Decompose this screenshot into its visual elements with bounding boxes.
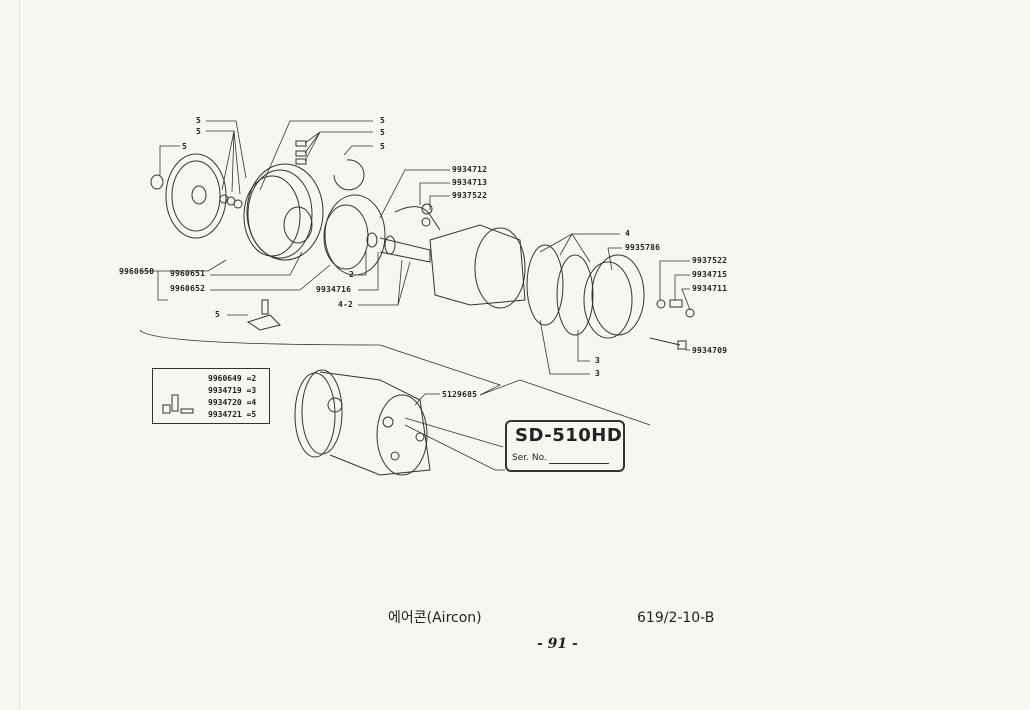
seal-kit-icon	[162, 394, 194, 414]
nut	[150, 174, 164, 190]
model-name: SD-510HD	[515, 425, 623, 446]
gasket-plate	[246, 299, 281, 331]
part-9934709: 9934709	[692, 346, 728, 355]
callout-5: 5	[196, 127, 202, 136]
kit-legend-box: 9960649 =2 9934719 =3 9934720 =4 9934721…	[152, 368, 270, 424]
compressor-body	[429, 224, 594, 336]
page-number: - 91 -	[537, 636, 578, 652]
part-9934711: 9934711	[692, 284, 728, 293]
callout-5: 5	[380, 142, 386, 151]
part-5129685: 5129685	[442, 390, 478, 399]
callout-3: 3	[595, 356, 601, 365]
kit-legend-row: 9934721 =5	[208, 410, 257, 419]
bolts	[295, 140, 307, 165]
model-plate: SD-510HD Ser. No.	[505, 420, 625, 472]
part-9960652: 9960652	[170, 284, 206, 293]
part-9937522: 9937522	[452, 191, 488, 200]
part-9934715: 9934715	[692, 270, 728, 279]
callout-2: 2	[349, 270, 355, 279]
rear-head	[583, 254, 645, 339]
pulley	[243, 163, 324, 261]
callout-5: 5	[215, 310, 221, 319]
part-9960651: 9960651	[170, 269, 206, 278]
part-9935786: 9935786	[625, 243, 661, 252]
callout-5: 5	[380, 116, 386, 125]
section-code: 619/2-10-B	[637, 610, 715, 626]
kit-legend-row: 9934719 =3	[208, 386, 257, 395]
snap-ring	[333, 159, 365, 191]
part-9937522: 9937522	[692, 256, 728, 265]
callout-4: 4	[625, 229, 631, 238]
clutch-front-plate	[165, 153, 227, 239]
callout-5: 5	[380, 128, 386, 137]
page-edge	[19, 0, 20, 710]
fittings	[421, 203, 695, 350]
callout-5: 5	[196, 116, 202, 125]
shims	[219, 194, 243, 209]
serial-label: Ser. No.	[512, 453, 547, 463]
field-coil	[323, 194, 441, 276]
part-9934713: 9934713	[452, 178, 488, 187]
serial-blank-line	[549, 463, 609, 464]
section-title: 에어콘(Aircon)	[388, 610, 482, 626]
shaft-seal	[366, 232, 431, 263]
part-9934712: 9934712	[452, 165, 488, 174]
callout-3: 3	[595, 369, 601, 378]
kit-legend-row: 9960649 =2	[208, 374, 257, 383]
callout-4-2: 4-2	[338, 300, 354, 309]
part-9934716: 9934716	[316, 285, 352, 294]
callout-5: 5	[182, 142, 188, 151]
part-9960650: 9960650	[119, 267, 155, 276]
kit-legend-row: 9934720 =4	[208, 398, 257, 407]
assembled-compressor	[294, 369, 431, 476]
leader-lines	[139, 120, 691, 471]
